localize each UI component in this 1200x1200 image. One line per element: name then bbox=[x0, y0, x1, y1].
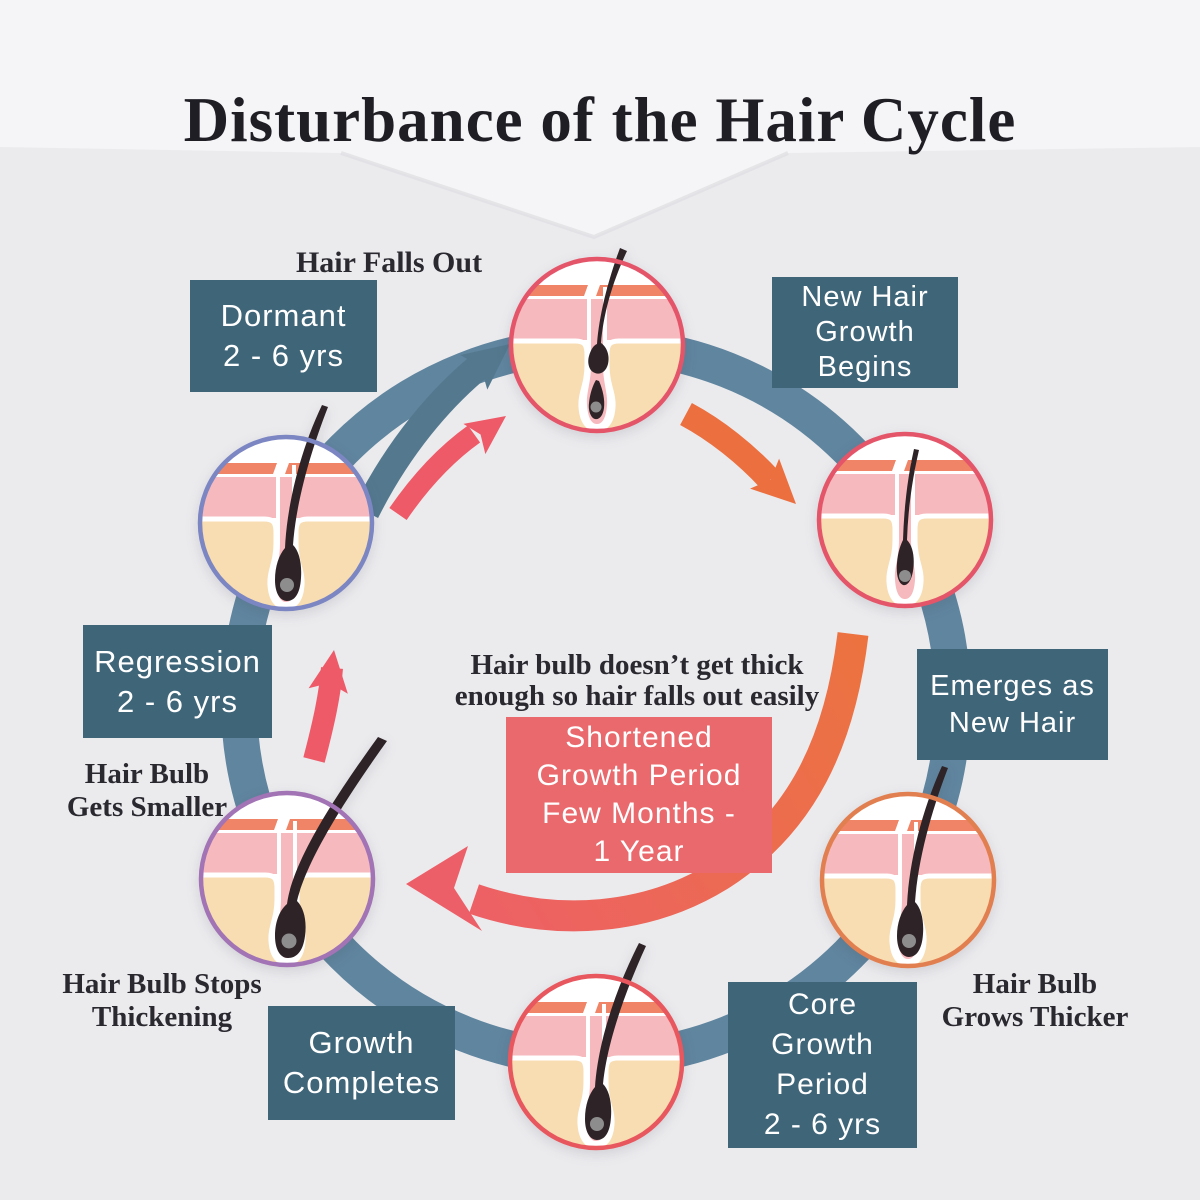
annotation-line: Hair Bulb bbox=[84, 758, 210, 790]
hair-shaft bbox=[275, 737, 387, 958]
center-box-line: Few Months - bbox=[542, 797, 736, 830]
page-title: Disturbance of the Hair Cycle bbox=[183, 85, 1017, 155]
center-box-line: Growth Period bbox=[536, 759, 742, 792]
stage-box-line: Dormant bbox=[220, 298, 347, 333]
follicle-stage-core-growth bbox=[507, 943, 685, 1151]
arrow-red-small-up-right bbox=[389, 400, 517, 520]
stage-box-line: Completes bbox=[282, 1065, 441, 1100]
stage-box-core-growth: Core Growth Period 2 - 6 yrs bbox=[728, 982, 917, 1148]
follicle-stage-hair-falls-out bbox=[508, 248, 686, 434]
stage-box-new-hair-growth: New Hair Growth Begins bbox=[772, 277, 958, 388]
annotation-line: Grows Thicker bbox=[941, 1001, 1129, 1033]
stage-box-line: Emerges as bbox=[930, 669, 1095, 702]
stage-box-line: 2 - 6 yrs bbox=[763, 1108, 882, 1141]
stage-box-line: Period bbox=[776, 1068, 869, 1101]
annotation-bulb-stops-thickening: Hair Bulb Stops Thickening bbox=[62, 968, 261, 1034]
stage-box-line: Growth bbox=[815, 316, 915, 348]
stage-box-regression: Regression 2 - 6 yrs bbox=[83, 625, 272, 738]
annotation-line: Thickening bbox=[91, 1001, 233, 1033]
stage-box-growth-completes: Growth Completes bbox=[268, 1006, 455, 1120]
stage-box-line: Growth bbox=[308, 1025, 415, 1060]
annotation-line: enough so hair falls out easily bbox=[454, 680, 820, 712]
shortened-cycle-swoosh-arrow bbox=[406, 632, 869, 932]
stage-box-line: New Hair bbox=[948, 706, 1077, 739]
annotation-line: Hair Bulb bbox=[972, 968, 1098, 1000]
follicle-stage-growth-completes bbox=[198, 737, 387, 968]
annotation-hair-falls-out: Hair Falls Out bbox=[295, 246, 483, 279]
top-chevron-band bbox=[0, 0, 1200, 237]
hair-shaft bbox=[897, 766, 948, 957]
stage-box-line: Core bbox=[787, 988, 858, 1021]
shed-hair bbox=[588, 248, 627, 420]
stage-box-dormant: Dormant 2 - 6 yrs bbox=[190, 280, 377, 392]
stage-box-line: 2 - 6 yrs bbox=[117, 683, 238, 719]
annotation-line: Hair bulb doesn’t get thick bbox=[470, 649, 804, 681]
annotation-line: Hair Bulb Stops bbox=[62, 968, 262, 1000]
annotation-line: Gets Smaller bbox=[66, 791, 228, 823]
center-box-line: Shortened bbox=[565, 721, 713, 754]
follicle-stage-new-growth bbox=[816, 431, 994, 609]
annotation-bulb-grows-thicker: Hair Bulb Grows Thicker bbox=[942, 968, 1129, 1034]
arrow-fallout-to-newgrowth bbox=[680, 402, 811, 520]
center-box-shortened-growth: Shortened Growth Period Few Months - 1 Y… bbox=[506, 717, 772, 873]
hair-shaft bbox=[275, 405, 328, 601]
stage-box-line: Regression bbox=[94, 643, 261, 679]
chevron-shadow-edge bbox=[340, 151, 789, 240]
follicle-stage-dormant bbox=[197, 405, 375, 612]
stage-box-emerges: Emerges as New Hair bbox=[917, 649, 1108, 760]
annotation-bulb-gets-smaller: Hair Bulb Gets Smaller bbox=[67, 758, 227, 824]
center-box-line: 1 Year bbox=[593, 835, 685, 868]
stage-box-line: New Hair bbox=[801, 281, 929, 313]
hair-shaft bbox=[585, 943, 646, 1140]
annotation-center-note: Hair bulb doesn’t get thick enough so ha… bbox=[455, 650, 819, 712]
stage-box-line: Growth bbox=[771, 1028, 874, 1061]
stage-box-line: 2 - 6 yrs bbox=[223, 338, 344, 373]
hair-shaft bbox=[896, 449, 919, 586]
follicle-stage-emerges bbox=[819, 766, 997, 969]
stage-box-line: Begins bbox=[817, 351, 913, 383]
arrow-regression-up bbox=[303, 647, 354, 763]
arrow-dormant-to-fallout bbox=[353, 326, 524, 519]
